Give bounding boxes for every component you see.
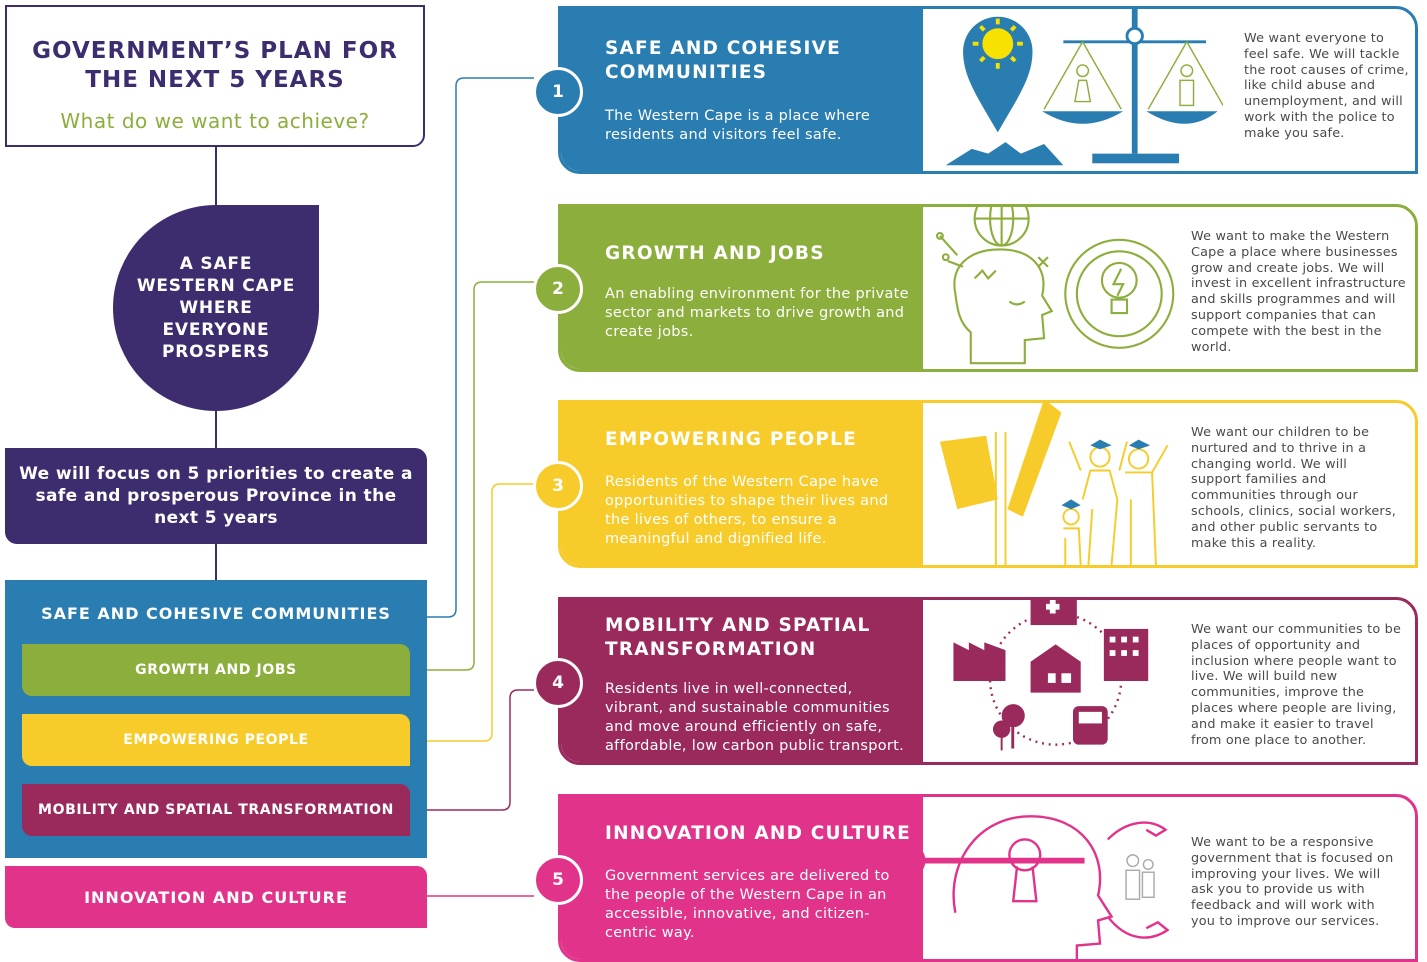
focus-statement: We will focus on 5 priorities to create … <box>5 448 427 544</box>
panel-details: We want to be a responsive government th… <box>1191 835 1394 929</box>
title-box: GOVERNMENT’S PLAN FOR THE NEXT 5 YEARS W… <box>5 5 425 147</box>
panel-title: INNOVATION AND CULTURE <box>605 823 912 844</box>
panel-details: We want our communities to be places of … <box>1191 622 1402 748</box>
priority-pill-label: INNOVATION AND CULTURE <box>84 887 348 907</box>
panel-color-block <box>561 600 923 762</box>
priority-number-badge: 3 <box>533 461 583 511</box>
priority-number-badge: 2 <box>533 264 583 314</box>
head-gears-lightbulb-icon <box>935 207 1175 365</box>
priority-number-badge: 1 <box>533 67 583 117</box>
title-line-2: THE NEXT 5 YEARS <box>85 67 345 93</box>
priority-stack-title: SAFE AND COHESIVE COMMUNITIES <box>41 604 391 623</box>
priority-panel-safe: SAFE AND COHESIVE COMMUNITIES The Wester… <box>558 6 1418 174</box>
priority-pill-label: GROWTH AND JOBS <box>135 662 297 678</box>
panel-details: We want our children to be nurtured and … <box>1191 425 1397 551</box>
priority-pill-label: MOBILITY AND SPATIAL TRANSFORMATION <box>38 802 394 818</box>
page-title: GOVERNMENT’S PLAN FOR THE NEXT 5 YEARS <box>7 37 423 95</box>
priority-panel-mobility: MOBILITY AND SPATIAL TRANSFORMATION Resi… <box>558 597 1418 765</box>
title-line-1: GOVERNMENT’S PLAN FOR <box>32 38 398 64</box>
vision-text: A SAFE WESTERN CAPE WHERE EVERYONE PROSP… <box>136 254 296 362</box>
panel-description: Government services are delivered to the… <box>605 868 890 941</box>
panel-description: An enabling environment for the private … <box>605 286 909 340</box>
panel-title: GROWTH AND JOBS <box>605 243 825 264</box>
panel-color-block <box>561 207 923 369</box>
priority-pill-growth[interactable]: GROWTH AND JOBS <box>22 644 410 696</box>
focus-text: We will focus on 5 priorities to create … <box>19 464 413 528</box>
panel-title: EMPOWERING PEOPLE <box>605 429 857 450</box>
panel-details: We want to make the Western Cape a place… <box>1191 229 1406 355</box>
panel-color-block <box>561 9 923 171</box>
priority-pill-mobility[interactable]: MOBILITY AND SPATIAL TRANSFORMATION <box>22 784 410 836</box>
priority-pill-empowering[interactable]: EMPOWERING PEOPLE <box>22 714 410 766</box>
vision-badge: A SAFE WESTERN CAPE WHERE EVERYONE PROSP… <box>113 205 319 411</box>
panel-title: SAFE AND COHESIVE COMMUNITIES <box>605 38 841 83</box>
priority-number-badge: 4 <box>533 658 583 708</box>
city-transport-icon <box>953 600 1149 751</box>
jobs-signpost-family-icon <box>939 403 1169 565</box>
panel-description: The Western Cape is a place where reside… <box>605 108 871 143</box>
scales-justice-icon <box>945 9 1223 166</box>
priority-stack: SAFE AND COHESIVE COMMUNITIES GROWTH AND… <box>5 580 427 858</box>
priority-panel-growth: GROWTH AND JOBS An enabling environment … <box>558 204 1418 372</box>
priority-pill-label: EMPOWERING PEOPLE <box>123 732 309 748</box>
panel-color-block <box>561 403 923 565</box>
head-key-hands-icon <box>923 815 1170 959</box>
panel-details: We want everyone to feel safe. We will t… <box>1244 31 1409 141</box>
priority-number-badge: 5 <box>533 855 583 905</box>
panel-description: Residents of the Western Cape have oppor… <box>605 474 889 547</box>
panel-description: Residents live in well-connected, vibran… <box>605 681 905 754</box>
panel-title: MOBILITY AND SPATIAL TRANSFORMATION <box>605 615 871 660</box>
priority-pill-innovation[interactable]: INNOVATION AND CULTURE <box>5 866 427 928</box>
panel-color-block <box>561 797 923 959</box>
priority-panel-empowering: EMPOWERING PEOPLE Residents of the Weste… <box>558 400 1418 568</box>
priority-panel-innovation: INNOVATION AND CULTURE Government servic… <box>558 794 1418 962</box>
page-subtitle: What do we want to achieve? <box>60 109 370 133</box>
